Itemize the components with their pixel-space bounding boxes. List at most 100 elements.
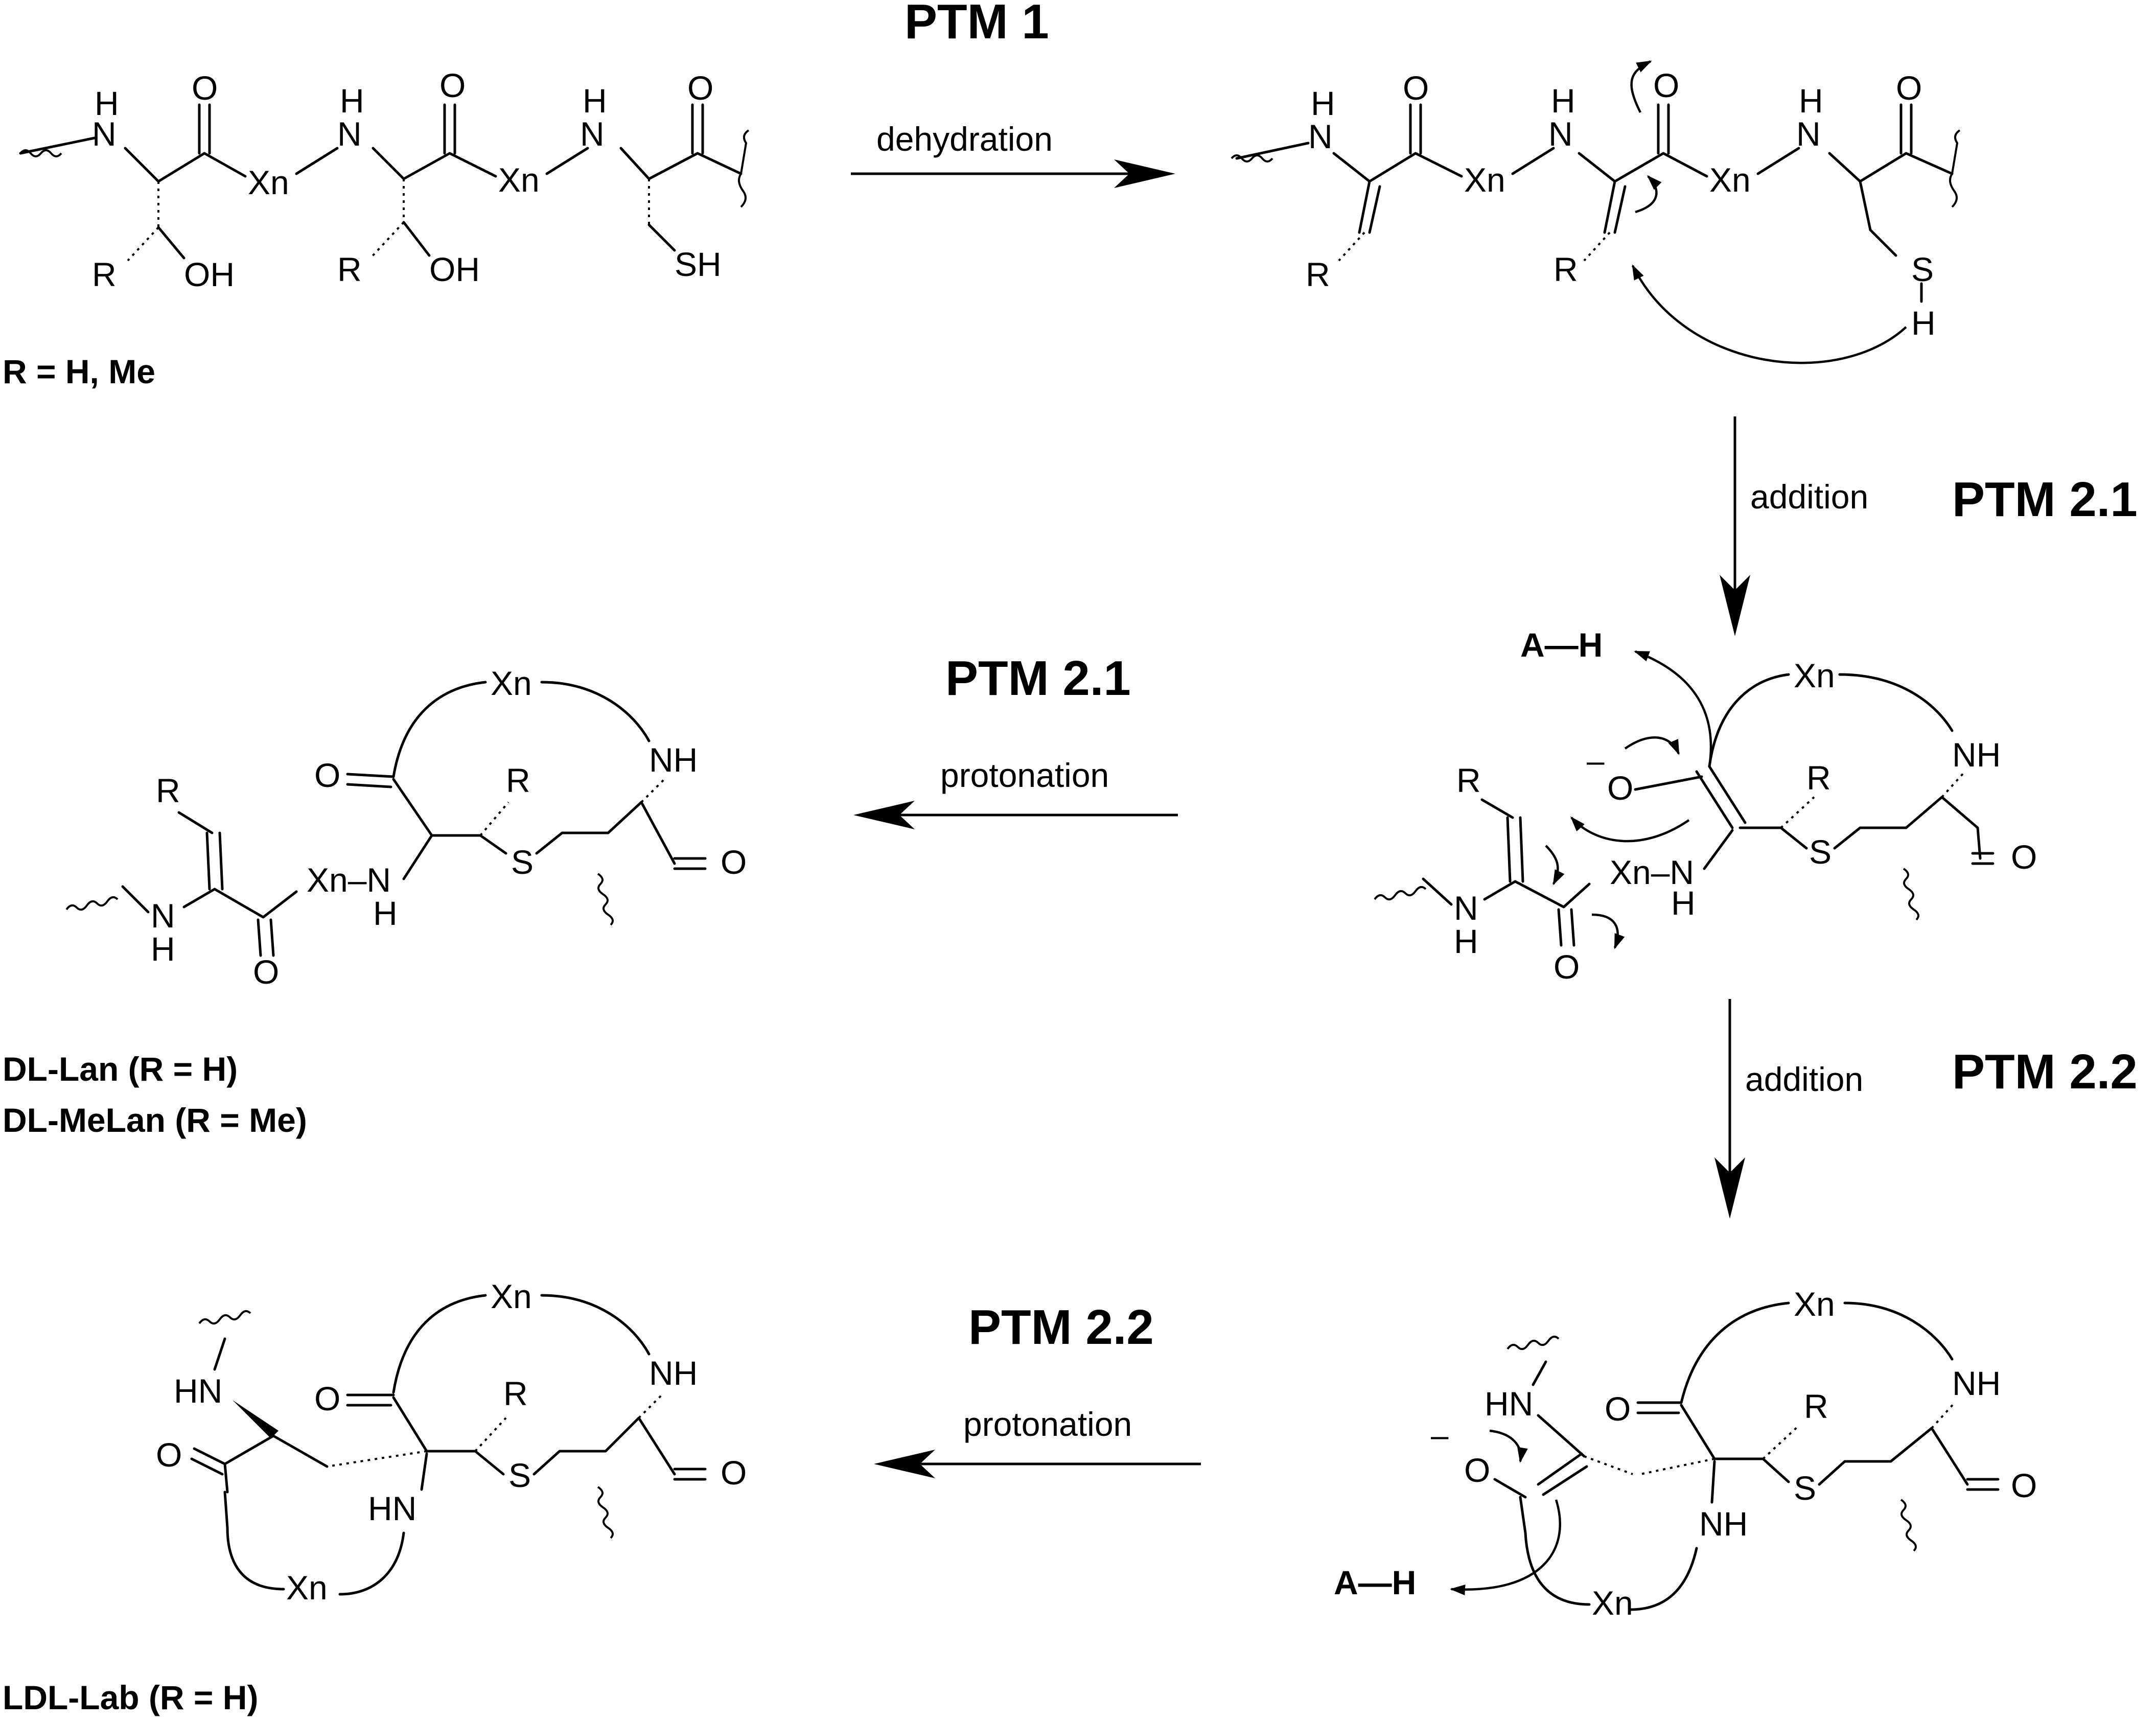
xn-linker: Xn [286,1569,328,1607]
dehydration-label: dehydration [876,120,1053,158]
atom-h: H [1799,82,1823,120]
thiol: SH [675,245,722,283]
nh-group: NH [649,741,698,779]
atom-h: H [373,894,398,932]
atom-h: H [151,930,175,968]
enolate-oxygen: O [1464,1451,1490,1489]
hydroxyl: OH [429,250,480,288]
addition-label-2: addition [1745,1060,1863,1098]
atom-n: N [1308,118,1333,155]
atom-o: O [253,953,279,991]
atom-o: O [721,843,747,881]
wavy-bond-icon [198,1310,251,1325]
wavy-bond-icon [1231,154,1273,162]
atom-n: N [1796,115,1821,153]
atom-s: S [1794,1469,1816,1507]
atom-n: N [92,115,117,153]
atom-r: R [156,772,180,809]
atom-h: H [1911,304,1936,342]
atom-o: O [687,69,713,107]
wavy-bond-icon [597,1486,614,1539]
atom-o: O [1896,69,1922,107]
xn-nh-linker: Xn–N [307,861,391,899]
ldl-lab-product: Xn NH O R S O HN Xn HN O [156,1277,747,1607]
xn-linker: Xn [1709,161,1751,199]
electron-push-arrow-icon [1635,175,1662,214]
atom-o: O [721,1454,747,1492]
dl-melan-label: DL-MeLan (R = Me) [3,1101,307,1139]
atom-s: S [1911,250,1934,288]
atom-r: R [503,1375,528,1412]
atom-o: O [1653,66,1679,104]
electron-push-arrow-icon [1450,1499,1561,1595]
dehydration-arrow [851,159,1175,188]
wavy-bond-icon [1903,868,1919,921]
atom-r: R [1554,250,1578,288]
ldl-lab-label: LDL-Lab (R = H) [3,1679,258,1716]
atom-r: R [1804,1387,1828,1425]
hn-group: HN [174,1372,222,1410]
protonation-arrow-2 [874,1450,1201,1478]
atom-n: N [151,897,175,935]
addition-label-1: addition [1750,478,1868,516]
atom-h: H [340,82,364,120]
atom-r: R [1456,761,1481,799]
atom-h: H [1454,922,1478,960]
atom-o: O [156,1436,182,1474]
arrowhead-icon [853,801,915,829]
atom-o: O [314,1380,340,1417]
acid-ah: A—H [1334,1564,1416,1601]
wavy-bond-icon [1374,886,1427,901]
atom-r: R [92,255,117,293]
xn-linker: Xn [491,664,532,702]
wavy-bond-icon [1900,1499,1917,1552]
dehydrated-peptide: H N O Xn H N O Xn H N O R R S H [1231,60,1961,364]
wavy-bond-icon [597,873,614,926]
nh-group: NH [1952,736,2001,774]
atom-s: S [1809,833,1832,871]
hn-group: HN [368,1490,416,1527]
atom-h: H [583,82,607,120]
dl-lan-label: DL-Lan (R = H) [3,1050,238,1088]
xn-linker: Xn [498,161,540,199]
stage-label-ptm22-right: PTM 2.2 [1952,1044,2138,1099]
negative-charge: – [1431,1418,1449,1453]
atom-r: R [1306,255,1330,293]
dl-lan-product: Xn NH O R S O Xn–N H R O N H [65,664,747,991]
electron-push-arrow-icon [1624,736,1680,755]
protonation-label-1: protonation [940,756,1109,794]
wedge-bond [233,1400,279,1438]
atom-o: O [192,69,218,107]
protonation-label-2: protonation [963,1405,1132,1443]
enolate-intermediate-2: Xn NH O R S O NH Xn HN – O A—H [1334,1285,2037,1622]
hydroxyl: OH [184,255,235,293]
electron-push-arrow-icon [1630,60,1652,113]
addition-arrow-2 [1714,999,1745,1219]
atom-o: O [2011,838,2037,876]
electron-push-arrow-icon [1545,845,1565,886]
electron-push-arrow-icon [1489,1429,1528,1463]
atom-o: O [2011,1467,2037,1504]
atom-n: N [1454,889,1478,927]
atom-o: O [1554,948,1580,986]
nh-group: NH [649,1354,698,1392]
arrowhead-icon [1114,159,1175,188]
wavy-bond-icon [1506,1335,1560,1351]
atom-r: R [1806,759,1831,797]
xn-linker: Xn [1794,1285,1835,1323]
atom-o: O [1605,1390,1631,1428]
atom-n: N [1548,115,1573,153]
negative-charge: – [1587,743,1605,779]
atom-o: O [439,66,466,104]
hn-group: HN [1485,1385,1533,1423]
atom-h: H [1551,82,1575,120]
nh-group: NH [1952,1364,2001,1402]
atom-s: S [511,843,534,881]
electron-push-arrow-icon [1570,816,1690,843]
stage-label-ptm21-left: PTM 2.1 [945,651,1131,706]
wavy-bond-icon [65,896,119,911]
xn-linker: Xn [248,164,289,201]
xn-linker: Xn [1464,161,1505,199]
electron-push-arrow-icon [1591,913,1625,949]
